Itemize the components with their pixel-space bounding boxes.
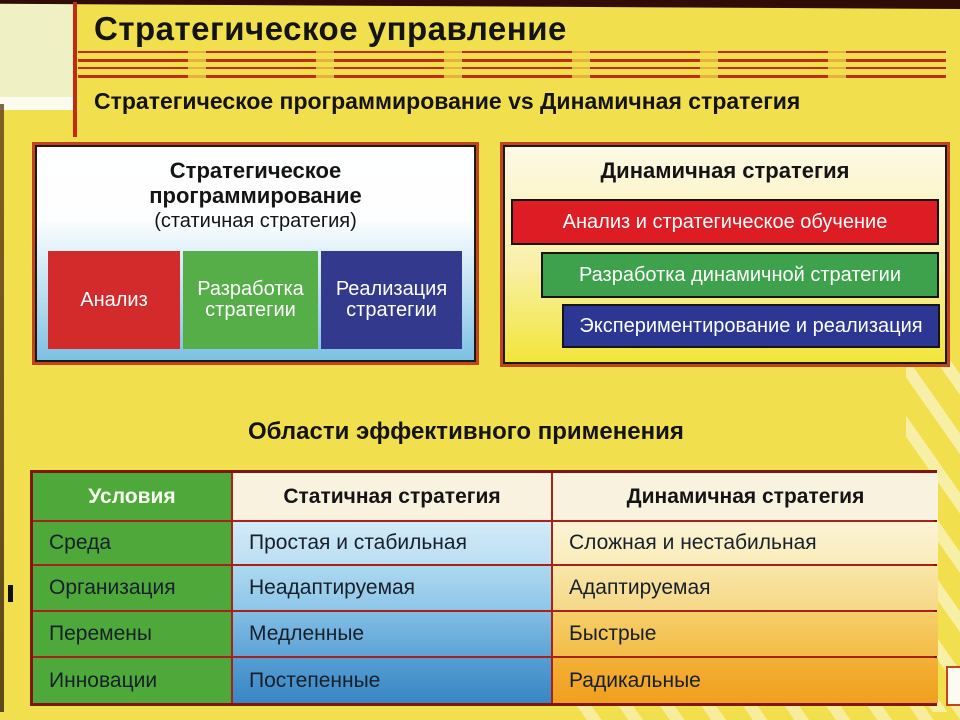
static-panel-title-line2: программирование xyxy=(149,183,362,209)
divider-line xyxy=(78,67,946,69)
corner-decoration-white xyxy=(0,97,76,110)
table-cell: Сложная и нестабильная xyxy=(553,522,938,564)
section-heading: Области эффективного применения xyxy=(248,418,684,445)
static-panel-subtitle: (статичная стратегия) xyxy=(154,209,357,232)
table-cell: Постепенные xyxy=(233,658,551,703)
table-cell: Быстрые xyxy=(553,612,938,656)
strategy-development-block: Разработка стратегии xyxy=(183,251,318,349)
corner-decoration xyxy=(0,0,76,97)
table-cell: Адаптируемая xyxy=(553,566,938,610)
static-panel-title-line1: Стратегическое xyxy=(169,158,342,183)
analysis-learning-bar: Анализ и стратегическое обучение xyxy=(511,199,939,245)
divider-line xyxy=(78,59,946,62)
slide-title: Стратегическое управление xyxy=(94,10,567,47)
table-cell: Радикальные xyxy=(553,658,938,703)
top-border-bar xyxy=(0,0,960,9)
table-header-dynamic: Динамичная стратегия xyxy=(553,473,938,520)
divider-line xyxy=(78,75,946,78)
corner-page-marker xyxy=(946,666,960,706)
divider-line xyxy=(78,51,946,53)
stage-block-row: Анализ Разработка стратегии Реализация с… xyxy=(48,251,462,349)
scan-edge-artifact xyxy=(0,104,4,712)
dynamic-panel-title: Динамичная стратегия xyxy=(600,158,850,183)
row-label-changes: Перемены xyxy=(33,612,231,656)
row-label-innovations: Инновации xyxy=(33,658,231,703)
static-panel-title: Стратегическое программирование xyxy=(37,147,474,209)
table-cell: Медленные xyxy=(233,612,551,656)
slide-subtitle: Стратегическое программирование vs Динам… xyxy=(94,88,801,114)
table-cell: Неадаптируемая xyxy=(233,566,551,610)
dynamic-strategy-panel: Динамичная стратегия Анализ и стратегиче… xyxy=(503,145,947,364)
strategy-realization-block: Реализация стратегии xyxy=(321,251,462,349)
background-stripes xyxy=(560,703,960,720)
table-header-static: Статичная стратегия xyxy=(233,473,551,520)
left-red-rule xyxy=(73,2,77,137)
row-label-environment: Среда xyxy=(33,522,231,564)
experimentation-realization-bar: Экспериментирование и реализация xyxy=(562,304,940,348)
scan-tick-artifact xyxy=(8,585,13,602)
static-strategy-panel: Стратегическое программирование (статичн… xyxy=(35,145,476,362)
comparison-table: Условия Статичная стратегия Динамичная с… xyxy=(30,470,938,706)
table-cell: Простая и стабильная xyxy=(233,522,551,564)
dynamic-strategy-development-bar: Разработка динамичной стратегии xyxy=(541,252,939,298)
table-header-conditions: Условия xyxy=(33,473,231,520)
row-label-organization: Организация xyxy=(33,566,231,610)
analysis-block: Анализ xyxy=(48,251,180,349)
